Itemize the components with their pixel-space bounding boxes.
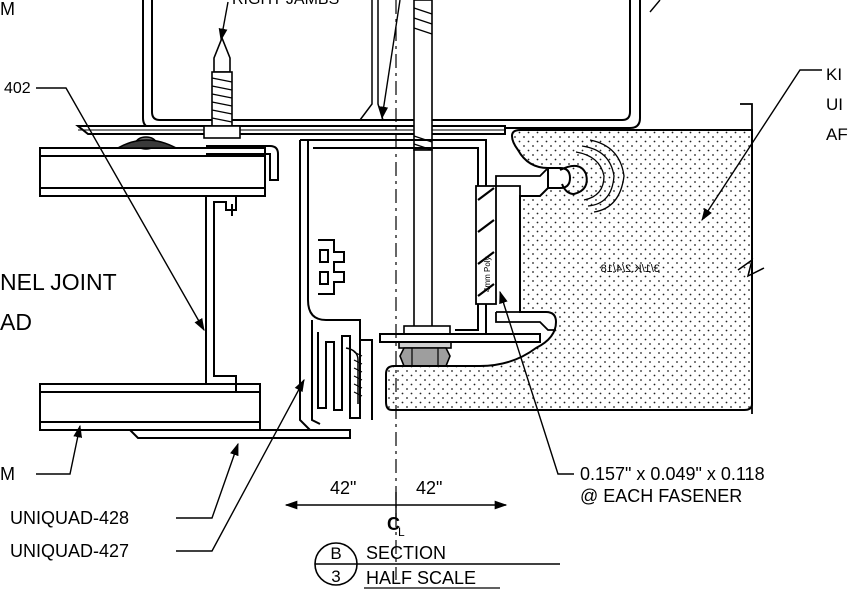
- label-shim-line2: @ EACH FASENER: [580, 486, 742, 506]
- break-line: [737, 103, 765, 414]
- lower-panel: [39, 383, 261, 431]
- label-right-jambs: RIGHT JAMBS: [232, 0, 339, 8]
- center-fastener: [398, 0, 452, 367]
- head-plates: [75, 125, 506, 135]
- anchor-clip: [547, 139, 625, 213]
- leader-lines: [36, 0, 822, 552]
- poly-spacer: [475, 167, 560, 331]
- section-scale: HALF SCALE: [366, 568, 476, 588]
- label-poly-spacer: 4mm Poly: [483, 256, 492, 292]
- upper-panel: [39, 147, 266, 197]
- label-panel-joint-line2: AD: [0, 309, 32, 335]
- dimension-left: 42": [330, 478, 356, 498]
- label-right-line1: KI: [826, 65, 842, 84]
- label-uniquad-402: 402: [4, 80, 31, 97]
- section-letter: B: [330, 544, 341, 563]
- dimension-right: 42": [416, 478, 442, 498]
- substrate-fill: [385, 129, 753, 411]
- mirror-note: 3/1/K.2/4/18: [601, 263, 660, 275]
- label-shim-line1: 0.157" x 0.049" x 0.118: [580, 464, 765, 484]
- section-title: SECTION: [366, 543, 446, 563]
- centerline-symbol: C: [387, 514, 400, 534]
- label-bottom-left-fragment: M: [0, 464, 15, 484]
- section-sheet: 3: [331, 567, 340, 586]
- label-top-left-fragment: M: [0, 0, 15, 19]
- dimension-line: [284, 492, 508, 518]
- uniquad-402-channel: [200, 145, 279, 392]
- centerline-subscript: L: [398, 525, 405, 539]
- section-marker: B 3 SECTION HALF SCALE: [314, 542, 560, 589]
- label-right-line2: UI: [826, 95, 843, 114]
- label-right-line3: AF: [826, 125, 848, 144]
- left-fastener: [203, 35, 241, 139]
- label-panel-joint-line1: NEL JOINT: [0, 269, 117, 295]
- label-uniquad-428: UNIQUAD-428: [10, 508, 129, 528]
- label-uniquad-427: UNIQUAD-427: [10, 541, 129, 561]
- gasket-top: [114, 136, 177, 150]
